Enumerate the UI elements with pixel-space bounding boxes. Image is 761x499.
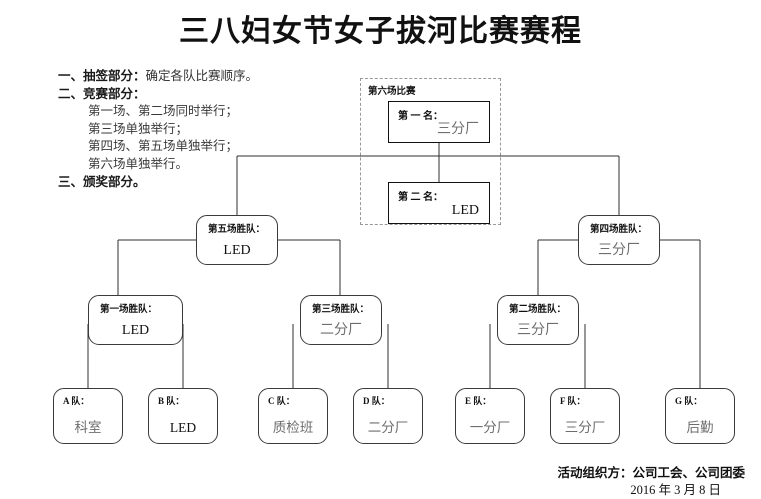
node-quarterfinal-3[interactable]: 第三场胜队： 二分厂	[300, 295, 382, 345]
final-second-place-box[interactable]: 第 二 名： LED	[388, 182, 490, 224]
note-head: 一、抽签部分：	[58, 69, 146, 83]
note-line: 一、抽签部分：确定各队比赛顺序。	[58, 68, 358, 86]
node-label: 第四场胜队：	[590, 225, 648, 235]
final-match-label: 第六场比赛	[368, 87, 416, 97]
node-team: 质检班	[272, 420, 314, 435]
node-team: 二分厂	[367, 420, 409, 435]
note-line: 二、竞赛部分：	[58, 86, 358, 104]
node-team-d[interactable]: D 队： 二分厂	[353, 388, 423, 444]
footer-date: 2016 年 3 月 8 日	[630, 483, 721, 497]
note-line: 第六场单独举行。	[88, 156, 189, 171]
node-team: LED	[169, 420, 197, 435]
final-first-place-team: 三分厂	[437, 122, 479, 137]
node-team: LED	[223, 243, 251, 258]
note-line: 第四场、第五场单独举行；	[88, 139, 239, 154]
final-first-place-rank: 第 一 名：	[398, 111, 443, 122]
node-semifinal-4[interactable]: 第四场胜队： 三分厂	[578, 215, 660, 265]
node-label: 第一场胜队：	[100, 305, 158, 315]
node-team-g[interactable]: G 队： 后勤	[665, 388, 735, 444]
final-second-place-team: LED	[451, 203, 479, 218]
schedule-notes: 一、抽签部分：确定各队比赛顺序。 二、竞赛部分： 第一场、第二场同时举行； 第三…	[58, 68, 358, 191]
footer-organizer: 活动组织方：公司工会、公司团委	[557, 466, 745, 480]
note-head: 二、竞赛部分：	[58, 86, 146, 101]
note-line: 第三场单独举行；	[88, 121, 189, 136]
node-label: D 队：	[363, 396, 390, 406]
node-label: C 队：	[268, 396, 295, 406]
note-line: 三、颁奖部分。	[58, 174, 358, 192]
node-label: E 队：	[465, 396, 492, 406]
node-team-e[interactable]: E 队： 一分厂	[455, 388, 525, 444]
final-second-place-rank: 第 二 名：	[398, 192, 443, 203]
node-team-b[interactable]: B 队： LED	[148, 388, 218, 444]
note-body: 确定各队比赛顺序。	[145, 69, 259, 83]
node-label: F 队：	[560, 396, 586, 406]
node-team: 三分厂	[517, 323, 559, 338]
note-line: 第一场、第二场同时举行；	[88, 104, 239, 119]
final-first-place-box[interactable]: 第 一 名： 三分厂	[388, 101, 490, 143]
node-team-c[interactable]: C 队： 质检班	[258, 388, 328, 444]
final-match-group	[360, 78, 501, 225]
node-label: 第三场胜队：	[312, 305, 370, 315]
node-label: 第五场胜队：	[208, 225, 266, 235]
node-team: 一分厂	[469, 420, 511, 435]
node-quarterfinal-1[interactable]: 第一场胜队： LED	[88, 295, 183, 345]
node-team-f[interactable]: F 队： 三分厂	[550, 388, 620, 444]
node-team: 后勤	[686, 420, 714, 435]
node-label: A 队：	[63, 396, 90, 406]
node-semifinal-5[interactable]: 第五场胜队： LED	[196, 215, 278, 265]
node-label: G 队：	[675, 396, 703, 406]
node-quarterfinal-2[interactable]: 第二场胜队： 三分厂	[497, 295, 579, 345]
note-head: 三、颁奖部分。	[58, 174, 146, 189]
node-team: LED	[121, 323, 150, 338]
node-team: 二分厂	[320, 323, 362, 338]
node-team: 科室	[74, 420, 102, 435]
node-team: 三分厂	[564, 420, 606, 435]
node-team-a[interactable]: A 队： 科室	[53, 388, 123, 444]
page-title: 三八妇女节女子拔河比赛赛程	[179, 14, 582, 49]
node-label: 第二场胜队：	[509, 305, 567, 315]
node-label: B 队：	[158, 396, 185, 406]
node-team: 三分厂	[598, 243, 640, 258]
